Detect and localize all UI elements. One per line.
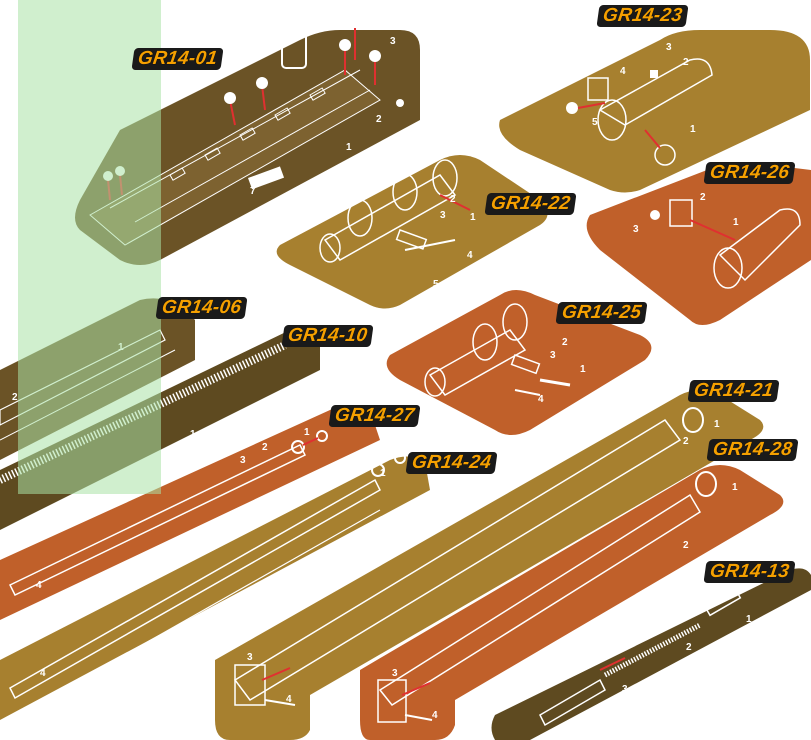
gr14-24-part-3: 3 (316, 476, 322, 487)
gr14-21-part-3: 3 (247, 652, 253, 663)
gr14-22-part-4: 4 (467, 250, 473, 261)
gr14-23-part-4: 4 (620, 66, 626, 77)
label-gr14-28: GR14-28 (706, 439, 799, 461)
label-gr14-24: GR14-24 (405, 452, 498, 474)
gr14-24-part-4: 4 (40, 668, 46, 679)
gr14-25-part-3: 3 (550, 350, 556, 361)
gr14-21-part-4: 4 (286, 694, 292, 705)
gr14-26-part-1: 1 (733, 217, 739, 228)
gr14-23-part-1: 1 (690, 124, 696, 135)
label-gr14-10: GR14-10 (281, 325, 374, 347)
label-gr14-06: GR14-06 (155, 297, 248, 319)
gr14-06-part-2: 2 (12, 392, 18, 403)
gr14-13-part-2: 2 (686, 642, 692, 653)
panel-gr14-23: 1 2 3 4 5 (499, 30, 810, 193)
panel-gr14-13: 1 2 3 (491, 568, 811, 740)
panel-gr14-26: 1 2 3 (586, 162, 811, 325)
gr14-26-part-3: 3 (633, 224, 639, 235)
gr14-21-part-2: 2 (683, 436, 689, 447)
gr14-01-part-2: 2 (376, 114, 382, 125)
label-gr14-01: GR14-01 (131, 48, 224, 70)
gr14-22-part-5: 5 (433, 279, 439, 290)
label-gr14-13: GR14-13 (703, 561, 796, 583)
panel-gr14-21: 1 2 3 4 (215, 390, 764, 740)
gr14-28-part-3: 3 (392, 668, 398, 679)
gr14-01-part-7: 7 (250, 186, 256, 197)
gr14-26-part-2: 2 (700, 192, 706, 203)
gr14-22-part-1: 1 (470, 212, 476, 223)
panel-gr14-22: 1 2 3 4 5 (276, 155, 548, 309)
label-gr14-23: GR14-23 (596, 5, 689, 27)
panel-gr14-27: 1 2 3 4 (0, 405, 380, 626)
gr14-28-part-2: 2 (683, 540, 689, 551)
gr14-24-part-2: 2 (352, 454, 358, 465)
label-gr14-25: GR14-25 (555, 302, 648, 324)
panel-gr14-28: 1 2 3 4 (360, 465, 784, 740)
gr14-28-part-4: 4 (432, 710, 438, 721)
gr14-01-part-3b: 3 (390, 36, 396, 47)
gr14-27-part-4: 4 (36, 580, 42, 591)
gr14-23-part-3: 3 (666, 42, 672, 53)
watermark-overlay (18, 0, 161, 494)
gr14-24-part-1: 1 (380, 468, 386, 479)
label-gr14-26: GR14-26 (703, 162, 796, 184)
gr14-25-part-1: 1 (580, 364, 586, 375)
gr14-23-part-2: 2 (683, 57, 689, 68)
gr14-21-part-1: 1 (714, 419, 720, 430)
label-gr14-21: GR14-21 (687, 380, 780, 402)
gr14-25-part-2: 2 (562, 337, 568, 348)
gr14-01-part-5: 5 (315, 12, 321, 23)
gr14-27-part-2: 2 (262, 442, 268, 453)
gr14-27-part-1: 1 (304, 427, 310, 438)
gr14-01-part-1: 1 (346, 142, 352, 153)
label-gr14-27: GR14-27 (328, 405, 421, 427)
gr14-23-part-5: 5 (592, 117, 598, 128)
gr14-22-part-2: 2 (450, 194, 456, 205)
panel-gr14-24: 1 2 3 4 (0, 452, 430, 721)
gr14-13-part-3: 3 (622, 684, 628, 695)
gr14-10-part-1: 1 (190, 429, 196, 440)
panel-gr14-25: 1 2 3 4 (386, 290, 652, 435)
gr14-22-part-3: 3 (440, 210, 446, 221)
gr14-01-part-4: 4 (378, 22, 384, 33)
gr14-27-part-3: 3 (240, 455, 246, 466)
gr14-25-part-4: 4 (538, 394, 544, 405)
gr14-01-part-6: 6 (285, 12, 291, 23)
gr14-13-part-1: 1 (746, 614, 752, 625)
label-gr14-22: GR14-22 (484, 193, 577, 215)
gr14-28-part-1: 1 (732, 482, 738, 493)
